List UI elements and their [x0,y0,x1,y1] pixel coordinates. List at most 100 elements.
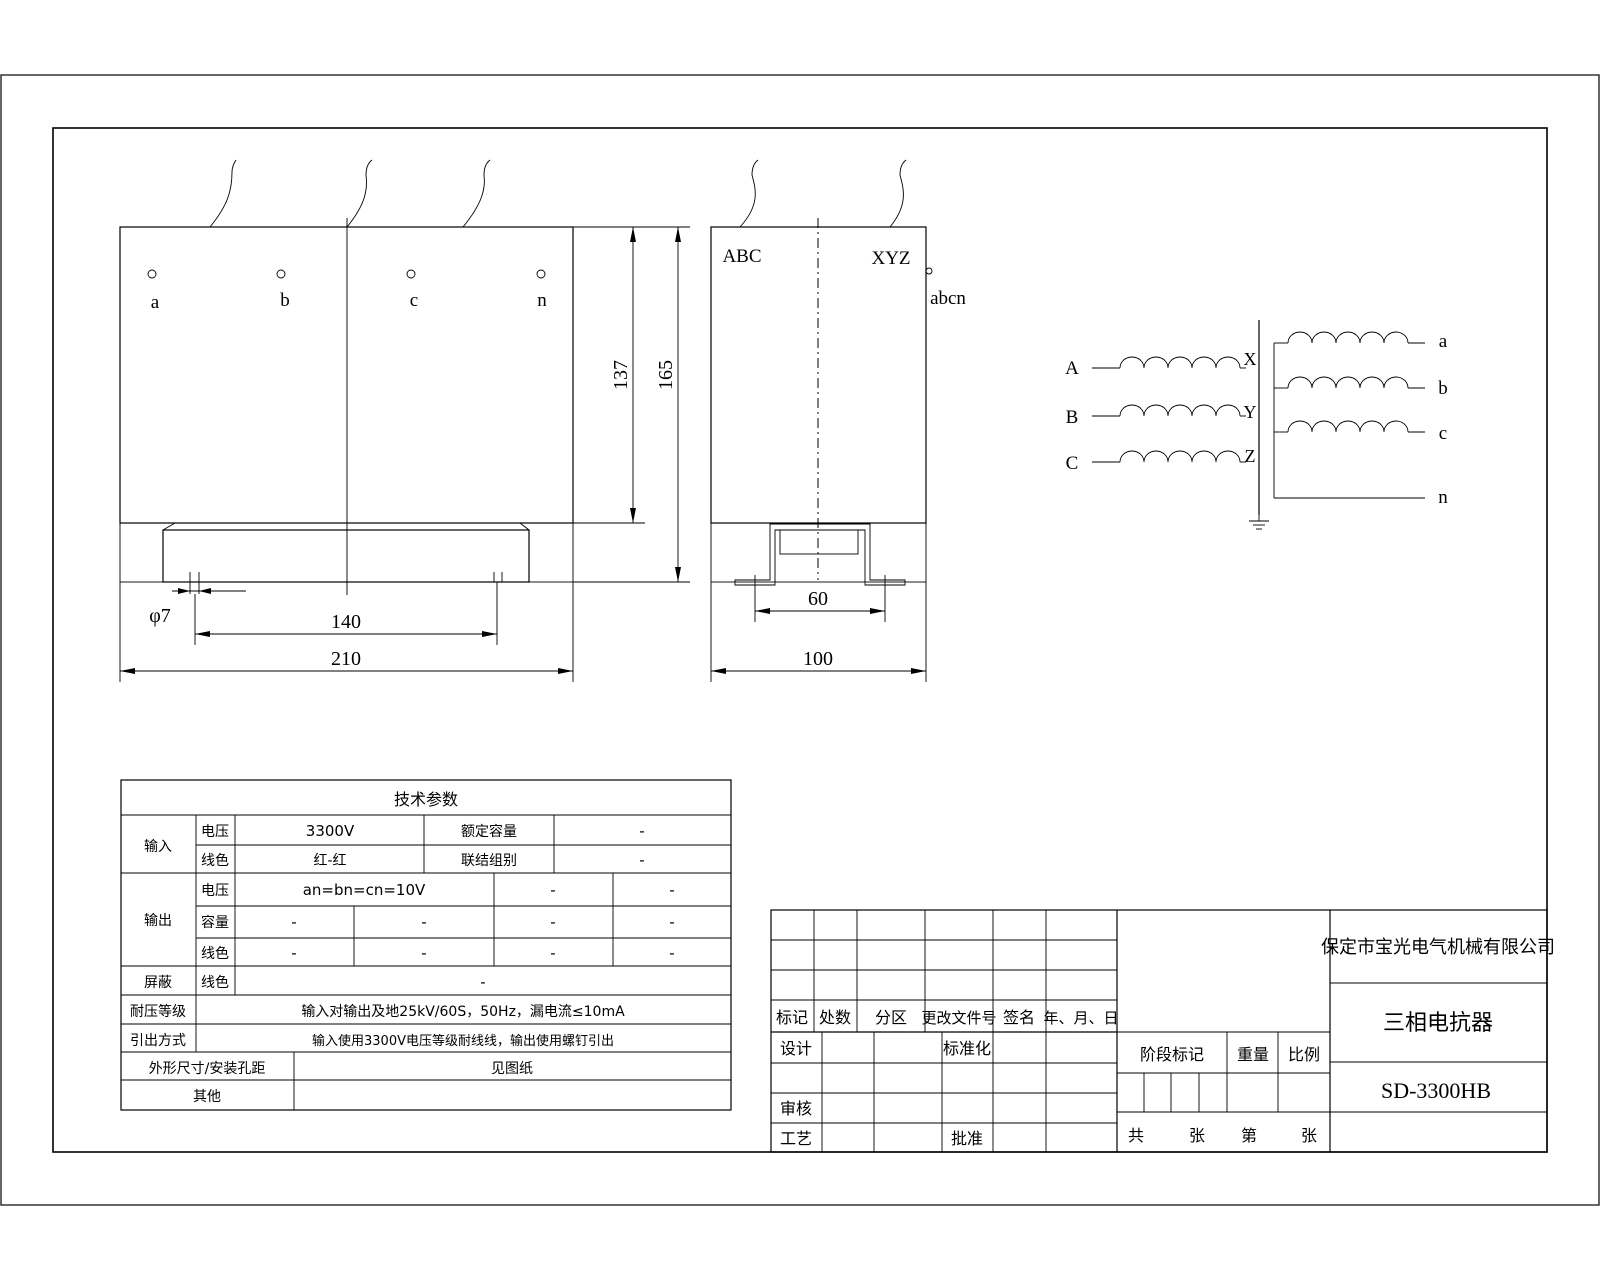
spec-table-border [120,779,732,1111]
mounting-bracket [734,523,906,586]
dash-cell: - [669,881,674,899]
rev-header: 处数 [819,1008,851,1027]
lead-wire [889,159,907,228]
shield-color-label: 线色 [201,974,229,991]
rev-header: 更改文件号 [921,1009,996,1027]
primary-end-x: X [1244,349,1257,369]
scale-label: 比例 [1288,1045,1320,1064]
other-label: 其他 [193,1089,221,1105]
output-voltage-label: 电压 [201,883,229,899]
stage-mark-label: 阶段标记 [1140,1045,1204,1064]
terminal-label-n: n [537,290,547,311]
sheets-label: 张 [1189,1126,1205,1145]
front-body [119,226,574,524]
connection-value: - [639,851,644,869]
size-value: 见图纸 [491,1061,533,1077]
insulation-value: 输入对输出及地25kV/60S，50Hz，漏电流≤10mA [301,1004,625,1020]
dim-text-60: 60 [808,588,828,610]
review-label: 审核 [780,1099,812,1118]
primary-end-y: Y [1244,402,1257,422]
input-color-value: 红-红 [313,853,346,869]
sheet-unit-label: 张 [1301,1126,1317,1145]
side-label-abcn: abcn [930,288,966,309]
product-name: 三相电抗器 [1383,1011,1493,1036]
side-label-xyz: XYZ [871,248,910,269]
primary-coil-a [1119,356,1241,369]
secondary-label-b: b [1438,378,1448,399]
spec-table: 技术参数 输入 电压 3300V 额定容量 - 线色 红-红 联结组别 - 输出… [120,779,732,1111]
lead-wire [346,159,373,228]
input-label: 输入 [144,839,172,855]
terminal-hole [406,269,416,279]
lead-wire [209,159,237,228]
secondary-label-a: a [1439,331,1448,352]
model-number: SD-3300HB [1381,1078,1491,1103]
side-view: ABC XYZ abcn 60 100 [710,159,966,682]
dash-cell: - [550,944,555,962]
title-block-border [770,909,1548,1153]
lead-wire [462,159,491,228]
output-capacity-label: 容量 [201,914,229,931]
rev-header: 分区 [875,1008,907,1027]
dim-text-137: 137 [610,360,632,390]
dash-cell: - [421,913,426,931]
secondary-coil-a [1287,331,1409,344]
output-label: 输出 [144,913,172,929]
primary-end-z: Z [1245,446,1256,466]
spec-title: 技术参数 [394,790,458,809]
rated-capacity-value: - [639,822,644,840]
terminal-label-b: b [280,290,290,311]
output-voltage-value: an=bn=cn=10V [303,881,426,899]
primary-label-c: C [1066,453,1079,474]
terminal-hole [147,269,157,279]
rev-header: 标记 [776,1008,808,1027]
dim-text-140: 140 [331,611,361,633]
lead-label: 引出方式 [130,1033,186,1049]
rev-header: 签名 [1003,1008,1035,1027]
dash-cell: - [291,944,296,962]
dim-text-165: 165 [655,360,677,390]
dash-cell: - [421,944,426,962]
lead-wire [739,159,759,228]
dim-text-210: 210 [331,648,361,670]
title-block: 标记 处数 分区 更改文件号 签名 年、月、日 设计 标准化 审核 工艺 批准 … [770,909,1555,1153]
terminal-hole [536,269,546,279]
insulation-label: 耐压等级 [130,1003,186,1020]
front-base [162,529,530,583]
total-label: 共 [1128,1126,1144,1145]
outer-border [0,74,1600,1206]
secondary-label-n: n [1438,487,1448,508]
shield-color-value: - [480,973,485,991]
lead-value: 输入使用3300V电压等级耐线线，输出使用螺钉引出 [312,1033,614,1049]
size-label: 外形尺寸/安装孔距 [149,1061,266,1077]
dash-cell: - [291,913,296,931]
dim-text-100: 100 [803,648,833,670]
connection-label: 联结组别 [461,853,517,869]
secondary-coil-c [1287,420,1409,433]
standard-label: 标准化 [943,1039,991,1058]
input-color-label: 线色 [201,852,229,869]
input-voltage-label: 电压 [201,824,229,840]
primary-coil-c [1119,450,1241,463]
terminal-label-a: a [151,292,160,313]
dash-cell: - [550,881,555,899]
terminal-hole [276,269,286,279]
primary-coil-b [1119,404,1241,417]
primary-label-a: A [1065,358,1079,379]
front-base-outline [119,522,574,583]
weight-label: 重量 [1237,1045,1269,1064]
approve-label: 批准 [951,1129,983,1148]
rated-capacity-label: 额定容量 [461,823,517,840]
terminal-label-c: c [410,290,418,311]
process-label: 工艺 [780,1129,812,1148]
company-name: 保定市宝光电气机械有限公司 [1321,937,1555,958]
wiring-schematic: A B C X Y Z a b c n [1065,320,1448,530]
sheet-no-label: 第 [1241,1126,1257,1145]
dash-cell: - [550,913,555,931]
dash-cell: - [669,913,674,931]
output-color-label: 线色 [201,945,229,962]
dim-text-phi7: φ7 [149,605,171,627]
input-voltage-value: 3300V [306,822,355,840]
dash-cell: - [669,944,674,962]
